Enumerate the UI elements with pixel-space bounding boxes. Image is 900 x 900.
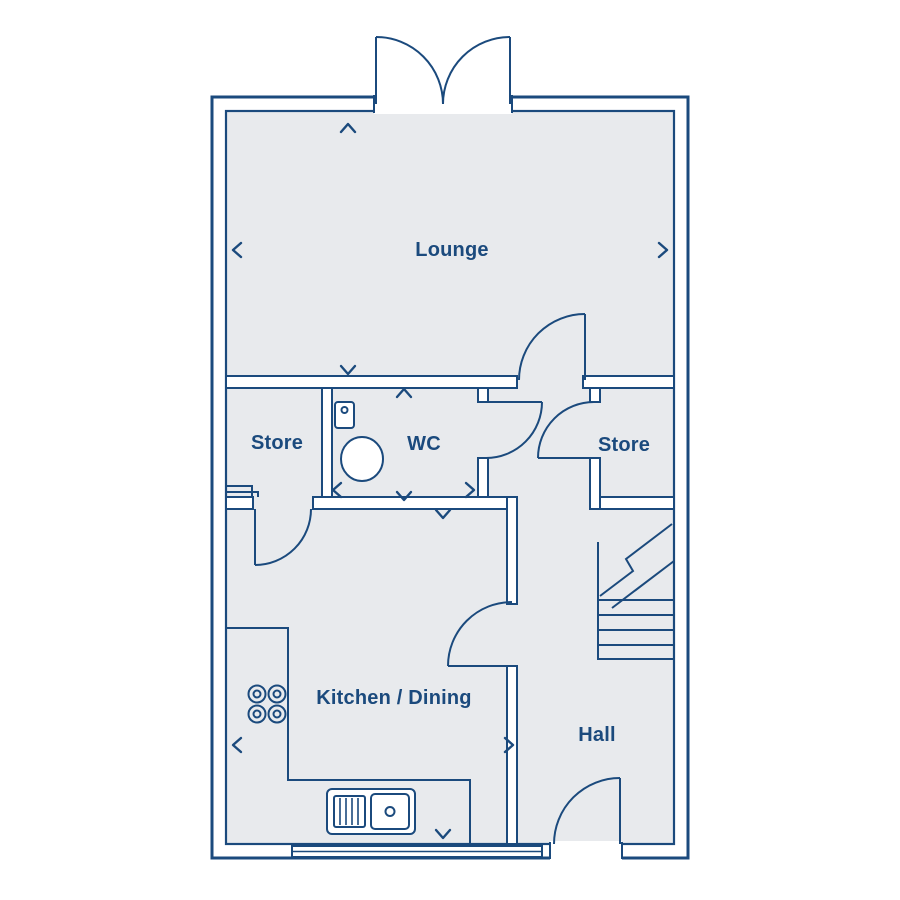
front-door-opening	[549, 841, 623, 860]
room-label-store-right: Store	[598, 434, 650, 456]
room-label-lounge: Lounge	[415, 239, 488, 261]
kitchen-door-icon	[447, 601, 513, 667]
kitchen-counter	[226, 627, 471, 845]
toilet-icon	[334, 401, 384, 482]
store-shelf	[226, 485, 259, 497]
room-label-wc: WC	[407, 433, 441, 455]
exterior-walls	[210, 95, 690, 860]
window-icon	[291, 845, 543, 858]
room-label-hall: Hall	[578, 724, 615, 746]
room-labels: Lounge Store WC Store Kitchen / Dining H…	[251, 239, 650, 746]
interior-walls	[225, 375, 675, 845]
staircase-icon	[597, 523, 675, 660]
lounge-door-icon	[518, 313, 586, 381]
room-label-kitchen: Kitchen / Dining	[316, 687, 471, 709]
room-label-store-left: Store	[251, 432, 303, 454]
wc-door-icon	[485, 401, 543, 459]
entrance-double-doors-icon	[375, 36, 511, 105]
hob-icon	[247, 684, 287, 724]
sink-icon	[326, 788, 416, 835]
store-left-door-icon	[254, 508, 312, 566]
store-right-door-icon	[537, 401, 595, 459]
front-door-icon	[553, 777, 621, 845]
